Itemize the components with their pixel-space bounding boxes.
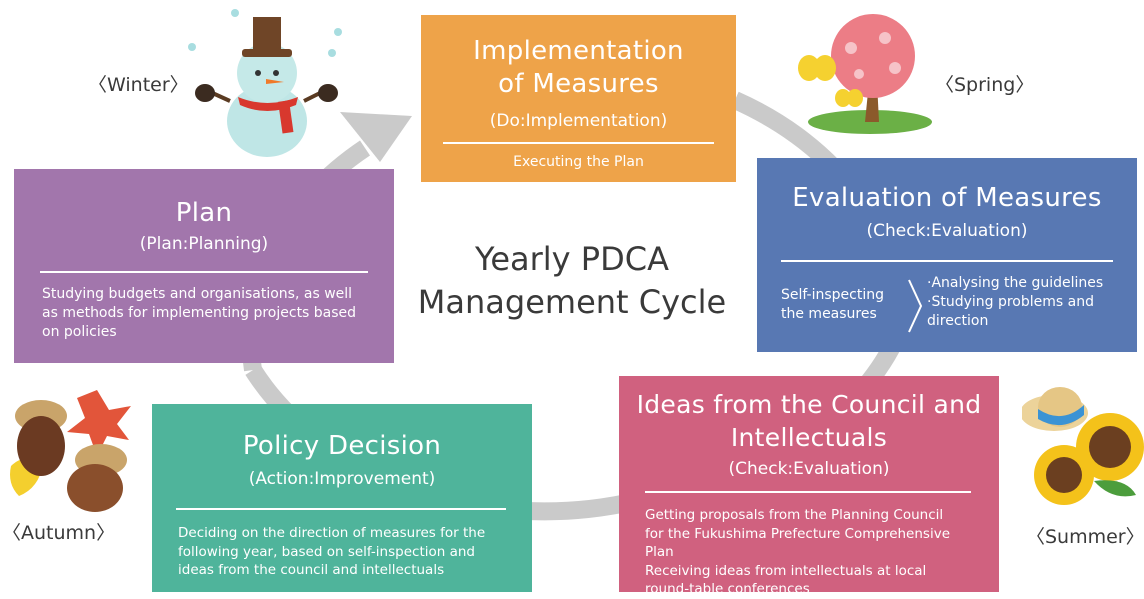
snowman-icon: [188, 9, 342, 157]
box-policy-decision-subtitle: (Action:Improvement): [248, 469, 436, 489]
box-implementation-title-line2: of Measures: [498, 69, 659, 99]
box-evaluation-title: Evaluation of Measures: [792, 183, 1102, 213]
box-council-ideas-description-line2: Receiving ideas from intellectuals at lo…: [645, 562, 927, 598]
acorns-leaves-icon: [10, 390, 131, 512]
box-policy-decision-title: Policy Decision: [242, 431, 442, 461]
box-implementation-title-line1: Implementation: [473, 36, 684, 66]
box-council-ideas-description-line1: Getting proposals from the Planning Coun…: [645, 507, 951, 560]
box-policy-decision: Policy Decision (Action:Improvement) Dec…: [152, 404, 532, 592]
box-evaluation-left-text: Self-inspecting the measures: [781, 287, 884, 322]
box-council-ideas: Ideas from the Council and Intellectuals…: [619, 376, 999, 597]
bullet-item-text: Studying problems and direction: [927, 294, 1094, 329]
box-implementation-subtitle: (Do:Implementation): [489, 111, 668, 131]
box-implementation: Implementation of Measures (Do:Implement…: [421, 15, 736, 182]
box-council-ideas-subtitle: (Check:Evaluation): [728, 459, 890, 479]
box-council-ideas-description: Getting proposals from the Planning Coun…: [645, 506, 963, 599]
box-plan-divider: [40, 271, 368, 273]
cycle-arrow-head: [340, 112, 412, 162]
sunflowers-hat-icon: [1022, 387, 1144, 505]
box-council-ideas-title: Ideas from the Council and Intellectuals: [619, 388, 999, 454]
box-policy-decision-description: Deciding on the direction of measures fo…: [178, 525, 486, 578]
box-implementation-title: Implementation of Measures: [421, 35, 736, 101]
season-label-summer: 〈Summer〉: [1026, 526, 1144, 548]
box-council-ideas-title-line2: Intellectuals: [730, 423, 888, 452]
box-implementation-description: Executing the Plan: [513, 154, 644, 170]
center-title-line1: Yearly PDCA: [475, 240, 669, 278]
season-label-spring: 〈Spring〉: [935, 74, 1035, 96]
bullet-item: ·Studying problems and direction: [927, 294, 1094, 329]
box-plan-description: Studying budgets and organisations, as w…: [42, 286, 357, 340]
box-council-ideas-title-line1: Ideas from the Council and: [636, 390, 982, 419]
center-title-line2: Management Cycle: [417, 283, 727, 321]
box-council-ideas-divider: [645, 491, 971, 493]
box-plan: Plan (Plan:Planning) Studying budgets an…: [14, 169, 394, 363]
box-plan-title: Plan: [175, 198, 233, 228]
chevron-right-icon: [908, 279, 923, 333]
season-label-autumn: 〈Autumn〉: [2, 522, 116, 544]
cherry-tree-icon: [798, 14, 932, 134]
box-evaluation: Evaluation of Measures (Check:Evaluation…: [757, 158, 1137, 352]
box-evaluation-divider: [781, 260, 1113, 262]
bullet-item-text: Analysing the guidelines: [931, 275, 1104, 291]
box-policy-decision-divider: [176, 508, 506, 510]
box-evaluation-subtitle: (Check:Evaluation): [866, 221, 1028, 241]
season-label-winter: 〈Winter〉: [88, 74, 189, 96]
box-implementation-divider: [443, 142, 714, 144]
box-evaluation-bullets: ·Analysing the guidelines ·Studying prob…: [927, 274, 1137, 331]
bullet-item: ·Analysing the guidelines: [927, 275, 1104, 291]
center-title: Yearly PDCA Management Cycle: [400, 238, 744, 324]
box-plan-subtitle: (Plan:Planning): [139, 234, 269, 254]
